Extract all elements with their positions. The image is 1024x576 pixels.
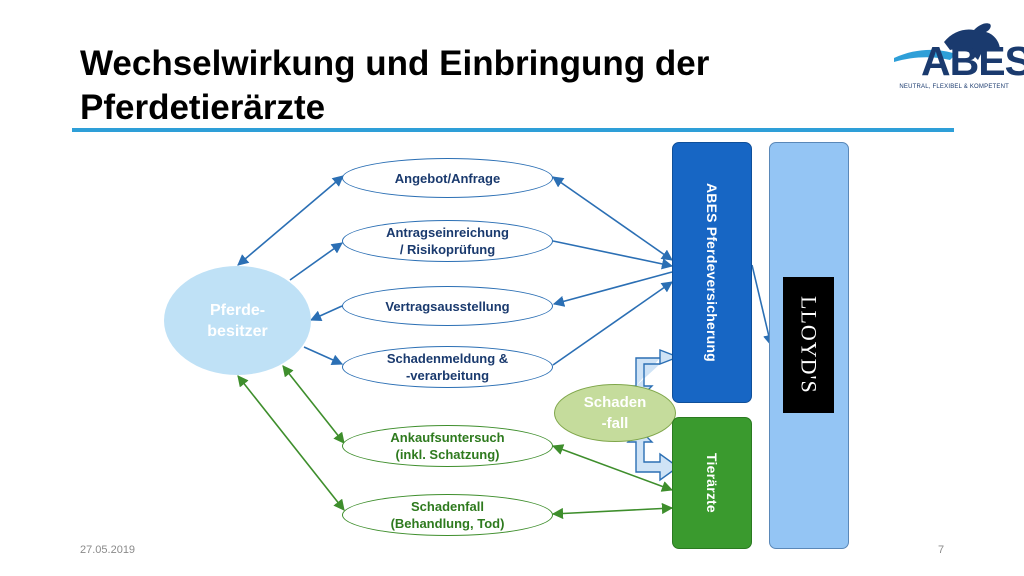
owner-label-line1: Pferde-: [209, 301, 266, 319]
abes-insurance-box: ABES Pferdeversicherung: [672, 142, 752, 403]
page-title: Wechselwirkung und Einbringung der Pferd…: [80, 44, 710, 127]
schaden-line2: -fall: [601, 415, 629, 432]
node-schadenfall-line1: Schadenfall: [411, 499, 484, 514]
schaden-line1: Schaden: [583, 394, 647, 411]
node-schadenfall-line2: (Behandlung, Tod): [390, 516, 505, 531]
node-antrag-line2: / Risikoprüfung: [399, 242, 496, 257]
owner-label-line2: besitzer: [207, 322, 268, 340]
node-angebot-line1: Angebot/Anfrage: [394, 170, 501, 186]
node-schadenmeldung-line2: -verarbeitung: [405, 368, 490, 383]
node-ankauf-line2: (inkl. Schatzung): [395, 447, 500, 462]
arrow-schadenfall-tier: [551, 502, 674, 520]
node-schadenmeldung-line1: Schadenmeldung &: [386, 351, 509, 366]
arrow-owner-antrag: [289, 242, 343, 281]
node-schadenmeldung: Schadenmeldung & -verarbeitung: [342, 346, 553, 388]
node-antrag: Antragseinreichung / Risikoprüfung: [342, 220, 553, 262]
veterinarians-label: Tierärzte: [704, 453, 720, 513]
arrow-vertrag-owner: [309, 305, 343, 321]
arrow-ankauf-tier: [551, 444, 674, 492]
footer-date: 27.05.2019: [80, 544, 136, 556]
title-divider: [72, 128, 954, 132]
arrow-antrag-abes: [552, 240, 674, 270]
horse-owner-node: Pferde- besitzer: [164, 266, 311, 375]
arrow-owner-ankauf: [282, 365, 345, 444]
logo-slogan: NEUTRAL, FLEXIBEL & KOMPETENT: [899, 84, 1009, 90]
horse-head-icon: [894, 23, 1000, 62]
lloyds-logo: LLOYD'S: [783, 277, 834, 413]
arrow-abes-vertrag: [552, 271, 673, 307]
node-schadenfall: Schadenfall (Behandlung, Tod): [342, 494, 553, 536]
node-vertrag: Vertragsausstellung: [342, 286, 553, 326]
lloyds-wordmark: LLOYD'S: [796, 296, 822, 394]
page-number: 7: [938, 544, 945, 556]
arrow-owner-angebot: [237, 175, 344, 266]
arrow-owner-schadenfall: [237, 375, 345, 511]
node-antrag-line1: Antragseinreichung: [386, 225, 509, 240]
schadenfall-node: Schaden -fall: [554, 384, 676, 442]
veterinarians-box: Tierärzte: [672, 417, 752, 549]
node-ankauf-line1: Ankaufsuntersuch: [390, 430, 505, 445]
node-angebot: Angebot/Anfrage: [342, 158, 553, 198]
arrow-schadenmeldung-abes: [552, 281, 673, 366]
node-vertrag-line1: Vertragsausstellung: [385, 298, 510, 314]
arrow-owner-schadenmeldung: [303, 346, 344, 365]
arrow-angebot-abes: [552, 176, 673, 261]
node-ankauf: Ankaufsuntersuch (inkl. Schatzung): [342, 425, 553, 467]
abes-insurance-label: ABES Pferdeversicherung: [704, 183, 720, 362]
logo-wordmark: ABES: [921, 38, 1024, 84]
